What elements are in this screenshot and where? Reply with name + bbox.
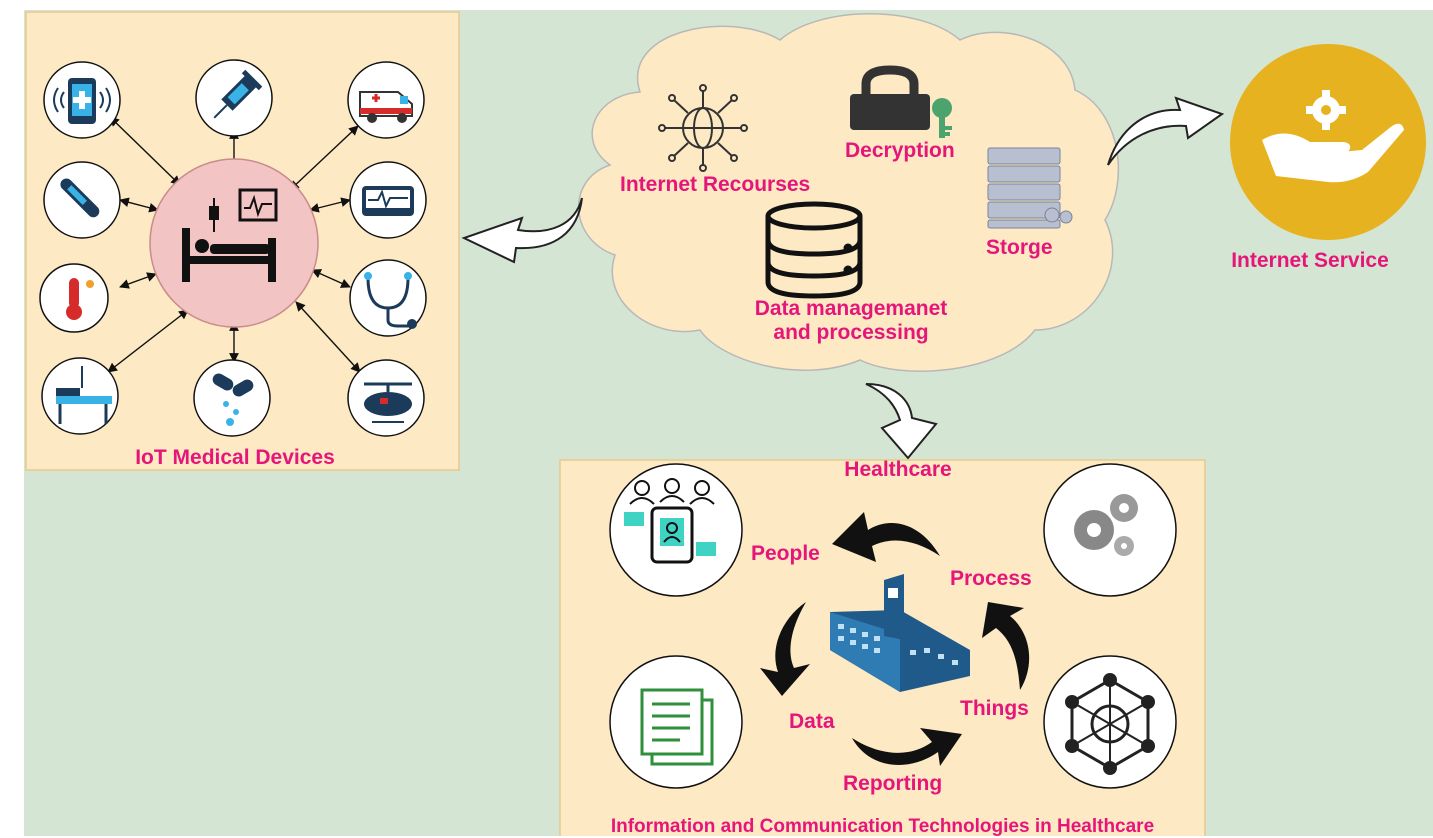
database-icon [765, 201, 863, 299]
process-label: Process [950, 567, 1032, 590]
storage-label: Storge [986, 236, 1053, 259]
cycle-arrow-people-to-data [760, 602, 810, 696]
cycle-arrow-process-to-people [832, 512, 940, 562]
healthcare-caption: Information and Communication Technologi… [610, 816, 1155, 837]
syringe-icon [195, 59, 273, 137]
arrow-cloud-to-healthcare [865, 383, 938, 460]
people-label: People [751, 542, 820, 565]
patient-monitor-icon [349, 161, 427, 239]
reporting-label: Reporting [843, 772, 943, 795]
pills-icon [193, 359, 271, 437]
cloud-shape [577, 13, 1120, 372]
hospital-bed-icon [41, 357, 119, 435]
internet-service-label: Internet Service [1231, 249, 1389, 272]
internet-resources-label: Internet Recourses [620, 173, 811, 196]
data-management-line2: and processing [773, 321, 929, 345]
data-management-label: Data managemanet and processing [716, 297, 986, 345]
server-storage-icon [987, 147, 1073, 229]
cycle-arrow-things-to-process [982, 602, 1030, 690]
decryption-label: Decryption [845, 139, 955, 162]
padlock-key-icon [850, 65, 952, 138]
healthcare-title: Healthcare [844, 458, 952, 481]
hospital-building-icon [830, 574, 970, 692]
arrow-cloud-to-service [1107, 96, 1225, 166]
people-phone-icon [609, 463, 743, 597]
mobile-health-app-icon [43, 61, 121, 139]
gears-icon [1043, 463, 1177, 597]
patient-bed-monitor-icon [149, 158, 319, 328]
data-management-line1: Data managemanet [754, 297, 948, 320]
documents-icon [609, 655, 743, 789]
temperature-icon [39, 263, 109, 333]
cycle-arrow-data-to-things [852, 728, 962, 766]
network-things-icon [1043, 655, 1177, 789]
things-label: Things [960, 697, 1029, 720]
iot-caption: IoT Medical Devices [135, 446, 335, 469]
data-label: Data [789, 710, 835, 733]
thermometer-icon [43, 161, 121, 239]
arrow-cloud-to-iot [461, 197, 583, 264]
iot-connectors [107, 116, 361, 373]
service-hand-gear-icon [1230, 44, 1426, 240]
stethoscope-icon [349, 259, 427, 337]
air-ambulance-icon [347, 359, 425, 437]
globe-network-icon [658, 84, 748, 172]
ambulance-icon [347, 61, 425, 139]
